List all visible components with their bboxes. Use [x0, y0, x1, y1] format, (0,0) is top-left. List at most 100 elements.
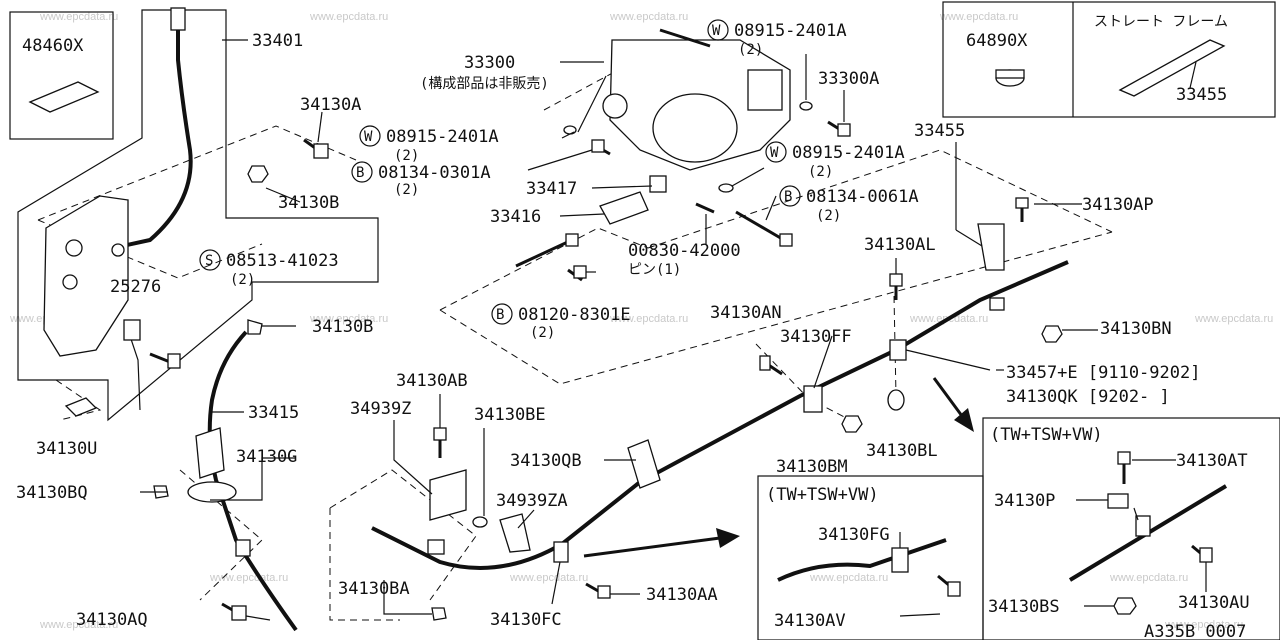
label-34939za: 34939ZA: [496, 491, 568, 511]
label-33455-box: 33455: [1176, 85, 1227, 105]
bracket-hole: [111, 243, 125, 257]
dash-line: [647, 149, 1113, 249]
label-34130bq: 34130BQ: [16, 483, 88, 503]
plug-64890x: [995, 69, 1025, 87]
bolt-34130at: [1117, 451, 1131, 484]
box-variant-right: [982, 417, 1280, 640]
flange-plate: [747, 69, 783, 111]
watermark: www.epcdata.ru: [1164, 619, 1243, 631]
clamp-34130g: [187, 481, 237, 503]
switch-25276: [123, 319, 141, 341]
watermark: www.epcdata.ru: [1194, 313, 1273, 325]
variant-mid-cable: [777, 538, 947, 582]
shift-lever-outline: [17, 9, 379, 422]
label-w08915-left: 08915-2401A: [386, 127, 499, 147]
label-34130aq: 34130AQ: [76, 610, 148, 630]
circle-w: [707, 19, 729, 41]
washer-w08915-top: [799, 101, 813, 111]
label-33457e: 33457+E [9110-9202]: [1006, 363, 1200, 383]
transmission-port: [602, 93, 628, 119]
label-s08513-qty: (2): [230, 272, 255, 288]
bolt-b08134-0301: [591, 139, 611, 156]
label-33415: 33415: [248, 403, 299, 423]
label-variant-mid: (TW+TSW+VW): [766, 485, 879, 505]
nut-34130bn: [1041, 325, 1063, 343]
label-34130ap: 34130AP: [1082, 195, 1154, 215]
circle-s: [199, 249, 221, 271]
bolt-b08134-0061: [735, 210, 793, 247]
rod-b08120: [515, 233, 579, 268]
box-48460x: [9, 11, 114, 140]
nut-34130b-top: [247, 165, 269, 183]
watermark: www.epcdata.ru: [309, 11, 388, 23]
label-34130g: 34130G: [236, 447, 297, 467]
shift-cable: [103, 18, 193, 252]
prefix-w: W: [364, 129, 373, 145]
label-34130bm: 34130BM: [776, 457, 848, 477]
watermark: www.epcdata.ru: [609, 11, 688, 23]
transmission-housing: [652, 93, 738, 163]
cable-end: [170, 7, 186, 31]
dash-line: [439, 227, 649, 311]
box-top-right: [942, 1, 1276, 118]
label-w08915-left-qty: (2): [394, 148, 419, 164]
watermark: www.epcdata.ru: [309, 313, 388, 325]
bracket-33417: [649, 175, 667, 193]
circle-w: [765, 141, 787, 163]
prefix-b: B: [496, 307, 504, 323]
bolt-34130aa: [585, 582, 611, 599]
watermark: www.epcdata.ru: [809, 572, 888, 584]
label-straight-frame: ストレート フレーム: [1094, 14, 1228, 30]
bracket-hole: [65, 239, 83, 257]
clamp-34130fc: [553, 541, 569, 563]
label-25276: 25276: [110, 277, 161, 297]
label-33416: 33416: [490, 207, 541, 227]
label-33401: 33401: [252, 31, 303, 51]
label-w08915-top-qty: (2): [738, 42, 763, 58]
label-34130fg: 34130FG: [818, 525, 890, 545]
dash-line: [439, 231, 1113, 385]
bolt-34130an: [759, 355, 783, 376]
clip-on-main-cable: [989, 297, 1005, 311]
bolt-34130au: [1191, 544, 1213, 563]
arrow-shaft: [583, 536, 721, 558]
washer-w08915-right: [718, 183, 734, 193]
label-w08915-right-qty: (2): [808, 164, 833, 180]
label-34130ba: 34130BA: [338, 579, 410, 599]
prefix-b: B: [784, 189, 792, 205]
circle-b: [351, 161, 373, 183]
nut-34130b-mid: [247, 319, 263, 335]
circle-b: [779, 185, 801, 207]
label-34130au: 34130AU: [1178, 593, 1250, 613]
bolt-33300a: [827, 120, 851, 137]
bolt-34130a: [303, 138, 329, 159]
prefix-b: B: [356, 165, 364, 181]
frame-bracket-33455-box: [1118, 39, 1226, 97]
transmission-rod: [659, 28, 711, 48]
label-34130al: 34130AL: [864, 235, 936, 255]
arrow-head: [716, 528, 740, 548]
watermark-group: www.epcdata.ru www.epcdata.ru www.epcdat…: [9, 11, 1273, 631]
label-s08513: 08513-41023: [226, 251, 339, 271]
label-b08134-0061-qty: (2): [816, 208, 841, 224]
watermark: www.epcdata.ru: [39, 619, 118, 631]
clip-lower-cable: [427, 539, 445, 555]
label-34130fc: 34130FC: [490, 610, 562, 630]
label-pin-note: ピン(1): [628, 262, 681, 278]
label-33455: 33455: [914, 121, 965, 141]
label-34130b-top: 34130B: [278, 193, 339, 213]
nut-34130bs: [1113, 597, 1137, 615]
label-34130av: 34130AV: [774, 611, 846, 631]
bolt-34130av: [937, 574, 961, 597]
watermark: www.epcdata.ru: [609, 313, 688, 325]
label-variant-right: (TW+TSW+VW): [990, 425, 1103, 445]
label-34130bl: 34130BL: [866, 441, 938, 461]
label-b08134-0301-qty: (2): [394, 182, 419, 198]
label-b08134-0061: 08134-0061A: [806, 187, 919, 207]
nut-34130ba: [431, 607, 447, 621]
label-34130a: 34130A: [300, 95, 361, 115]
bolt-34130al: [889, 273, 903, 300]
prefix-w: W: [712, 23, 721, 39]
